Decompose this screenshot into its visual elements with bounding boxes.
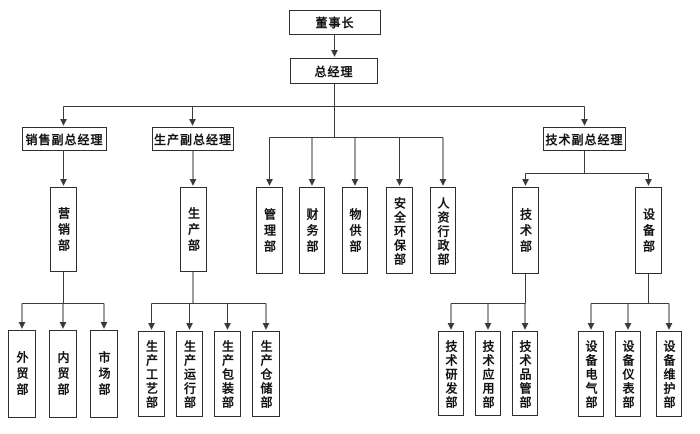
org-node-tech-quality: 技术品管部 [512, 331, 538, 416]
org-node-technology: 技术部 [512, 187, 539, 274]
org-node-hr-admin: 人资行政部 [430, 187, 456, 274]
org-node-tech-rd: 技术研发部 [438, 331, 464, 416]
org-node-equipment: 设备部 [635, 187, 662, 274]
org-node-tech-application: 技术应用部 [475, 331, 501, 416]
org-node-supply: 物供部 [342, 187, 368, 274]
org-node-production-vp: 生产副总经理 [152, 127, 234, 151]
org-node-sales-vp: 销售副总经理 [22, 127, 107, 151]
org-node-prod-warehouse: 生产仓储部 [252, 331, 280, 417]
org-node-equip-instrument: 设备仪表部 [615, 331, 641, 417]
org-node-market: 市场部 [90, 330, 118, 418]
org-node-management: 管理部 [256, 187, 283, 274]
org-node-prod-packaging: 生产包装部 [214, 331, 241, 417]
org-node-safety-env: 安全环保部 [386, 187, 413, 274]
org-node-domestic-trade: 内贸部 [49, 330, 77, 418]
org-node-equip-electrical: 设备电气部 [578, 331, 604, 417]
org-node-foreign-trade: 外贸部 [8, 330, 36, 418]
org-node-chairman: 董事长 [289, 10, 381, 35]
org-node-finance: 财务部 [299, 187, 325, 274]
org-node-equip-maintenance: 设备维护部 [656, 331, 682, 417]
org-node-prod-operation: 生产运行部 [176, 331, 203, 417]
org-node-tech-vp: 技术副总经理 [543, 127, 626, 151]
org-node-production: 生产部 [180, 187, 207, 272]
org-node-prod-process: 生产工艺部 [138, 331, 165, 417]
org-node-general-manager: 总经理 [290, 58, 378, 84]
org-node-marketing: 营销部 [50, 187, 77, 272]
